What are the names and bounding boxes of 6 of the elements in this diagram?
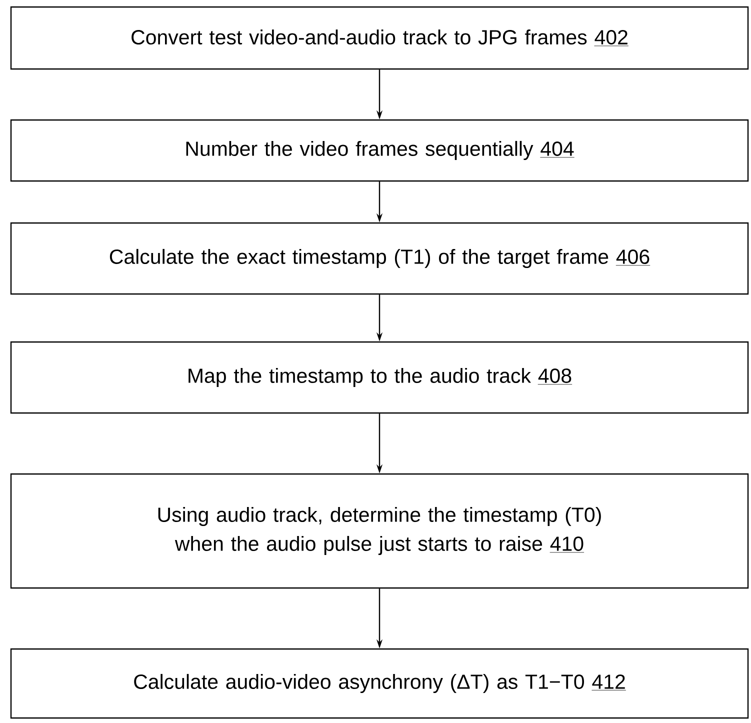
process-box: Map the timestamp to the audio track 408 <box>10 341 749 414</box>
process-box: Using audio track, determine the timestamp (T0) when the audio pulse just starts to raise 410 <box>10 473 749 589</box>
process-box: Number the video frames sequentially 404 <box>10 119 749 182</box>
process-box: Calculate the exact timestamp (T1) of the target frame 406 <box>10 222 749 295</box>
process-box: Calculate audio-video asynchrony (ΔT) as T1−T0 412 <box>10 648 749 719</box>
process-box: Convert test video-and-audio track to JPG frames 402 <box>10 6 749 70</box>
